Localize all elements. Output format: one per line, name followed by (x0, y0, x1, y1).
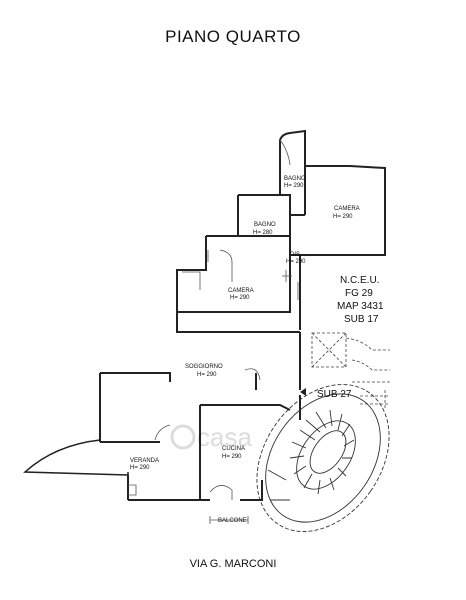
soggiorno-name: SOGGIORNO (185, 364, 223, 370)
camera-right-name: CAMERA (334, 206, 360, 212)
outer-walls (99, 129, 386, 501)
ncu-label: N.C.E.U. (340, 275, 379, 286)
entry-arrow-icon (300, 388, 306, 396)
interior-details (128, 139, 299, 524)
map-label: MAP 3431 (337, 301, 384, 312)
cucina-name: CUCINA (222, 446, 245, 452)
plan-title: PIANO QUARTO (165, 27, 301, 46)
bagno-top-height: H= 290 (284, 183, 304, 189)
camera-left-height: H= 290 (230, 295, 250, 301)
bagno-mid-height: H= 280 (253, 230, 273, 236)
camera-right-height: H= 290 (333, 214, 353, 220)
veranda-height: H= 290 (130, 465, 150, 471)
camera-left-name: CAMERA (228, 288, 254, 294)
cucina-height: H= 290 (222, 454, 242, 460)
sub-label: SUB 17 (344, 314, 379, 325)
balcone-name: BALCONE (218, 518, 247, 524)
watermark: casa (170, 422, 252, 452)
soggiorno-height: H= 290 (197, 372, 217, 378)
sub27-label: SUB 27 (317, 389, 352, 400)
bagno-mid-name: BAGNO (254, 222, 276, 228)
veranda-name: VERANDA (130, 458, 159, 464)
dis-height: H= 290 (286, 259, 306, 265)
veranda-outline (23, 439, 129, 500)
stair-core (311, 332, 390, 408)
fg-label: FG 29 (345, 288, 373, 299)
dis-name: DIS. (290, 252, 302, 258)
spiral-stair (256, 384, 390, 532)
street-label: VIA G. MARCONI (189, 558, 277, 570)
watermark-text: casa (197, 422, 252, 452)
bagno-top-name: BAGNO (284, 176, 306, 182)
